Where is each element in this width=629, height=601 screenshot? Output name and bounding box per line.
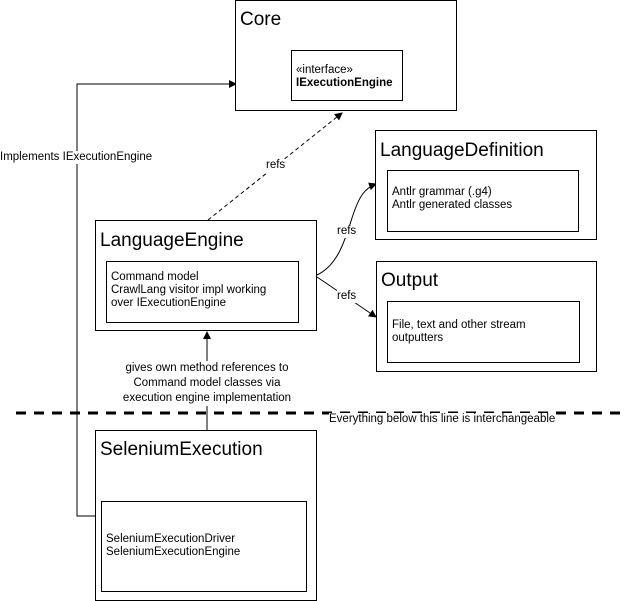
gives-refs-label: gives own method references to Command m…: [108, 361, 306, 406]
refs-output-label: refs: [337, 290, 357, 303]
core-module[interactable]: Core «interface» IExecutionEngine: [235, 0, 457, 111]
implements-label: Implements IExecutionEngine: [0, 151, 153, 164]
language-definition-line: Antlr grammar (.g4): [392, 186, 492, 198]
language-definition-title: LanguageDefinition: [380, 140, 544, 161]
selenium-execution-line: SeleniumExecutionDriver: [106, 533, 236, 545]
divider-label: Everything below this line is interchang…: [329, 413, 556, 426]
gives-refs-line: Command model classes via: [133, 377, 281, 389]
gives-refs-line: execution engine implementation: [122, 392, 292, 404]
core-title: Core: [240, 9, 282, 30]
language-engine-module[interactable]: LanguageEngine Command model CrawlLang v…: [95, 220, 317, 331]
selenium-execution-module[interactable]: SeleniumExecution SeleniumExecutionDrive…: [95, 430, 317, 601]
refs-definition-connector: [316, 182, 377, 276]
language-engine-line: CrawlLang visitor impl working: [111, 284, 267, 296]
language-engine-title: LanguageEngine: [100, 230, 244, 251]
language-engine-contents: Command model CrawlLang visitor impl wor…: [106, 261, 299, 323]
language-engine-line: Command model: [111, 271, 199, 283]
output-contents: File, text and other stream outputters: [387, 301, 580, 363]
implements-connector: [76, 80, 237, 517]
output-title: Output: [381, 270, 439, 291]
output-line: outputters: [392, 332, 444, 344]
selenium-execution-contents: SeleniumExecutionDriver SeleniumExecutio…: [101, 501, 307, 592]
output-line: File, text and other stream: [392, 319, 526, 331]
iexecutionengine-interface[interactable]: «interface» IExecutionEngine: [291, 50, 403, 101]
selenium-execution-line: SeleniumExecutionEngine: [106, 546, 241, 558]
selenium-execution-title: SeleniumExecution: [100, 439, 263, 460]
gives-refs-line: gives own method references to: [125, 362, 289, 374]
refs-definition-label: refs: [337, 225, 357, 238]
refs-core-label: refs: [266, 159, 286, 172]
interface-name: IExecutionEngine: [296, 77, 393, 89]
language-engine-line: over IExecutionEngine: [111, 297, 227, 309]
language-definition-line: Antlr generated classes: [392, 199, 513, 211]
output-module[interactable]: Output File, text and other stream outpu…: [376, 261, 597, 372]
language-definition-contents: Antlr grammar (.g4) Antlr generated clas…: [387, 170, 579, 232]
interface-stereotype: «interface»: [296, 64, 353, 76]
language-definition-module[interactable]: LanguageDefinition Antlr grammar (.g4) A…: [375, 130, 597, 240]
